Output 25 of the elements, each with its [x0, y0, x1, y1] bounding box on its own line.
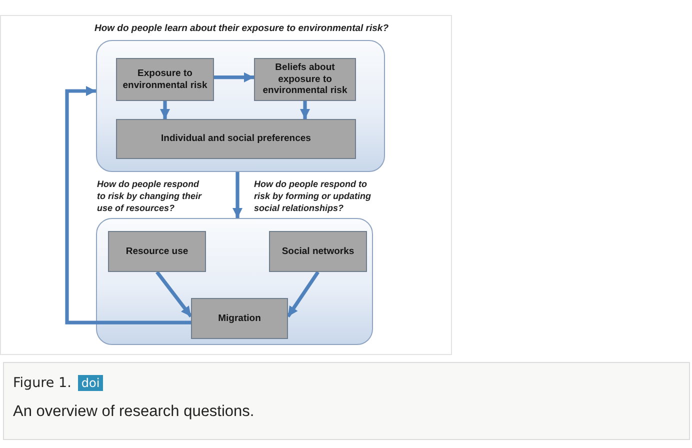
process-box [269, 231, 367, 272]
question-text: How do people learn about their exposure to environmental risk? [93, 23, 390, 36]
arrow [232, 172, 242, 218]
process-box [108, 231, 206, 272]
process-box [254, 58, 356, 101]
arrow [65, 86, 191, 324]
node-label: Resource use [126, 246, 188, 258]
arrow [286, 271, 320, 318]
node-label: Beliefs about exposure to environmental risk [262, 62, 348, 97]
node-label: Migration [218, 312, 261, 324]
arrow [156, 270, 192, 318]
question-text: How do people respond to risk by forming or updating social relationships? [254, 178, 372, 214]
node-label: Exposure to environmental risk [122, 68, 208, 91]
caption-text: An overview of research questions. [13, 403, 254, 421]
question-text: How do people respond to risk by changing their use of resources? [97, 178, 203, 214]
process-box [191, 298, 288, 339]
arrow [160, 101, 170, 119]
process-box [116, 58, 214, 101]
node-label: Individual and social preferences [161, 133, 311, 145]
figure-label: Figure 1. [13, 375, 72, 391]
doi-link: doi [78, 375, 103, 391]
arrow [300, 101, 310, 119]
process-box [116, 119, 356, 159]
node-label: Social networks [282, 246, 354, 258]
arrow [214, 72, 254, 82]
